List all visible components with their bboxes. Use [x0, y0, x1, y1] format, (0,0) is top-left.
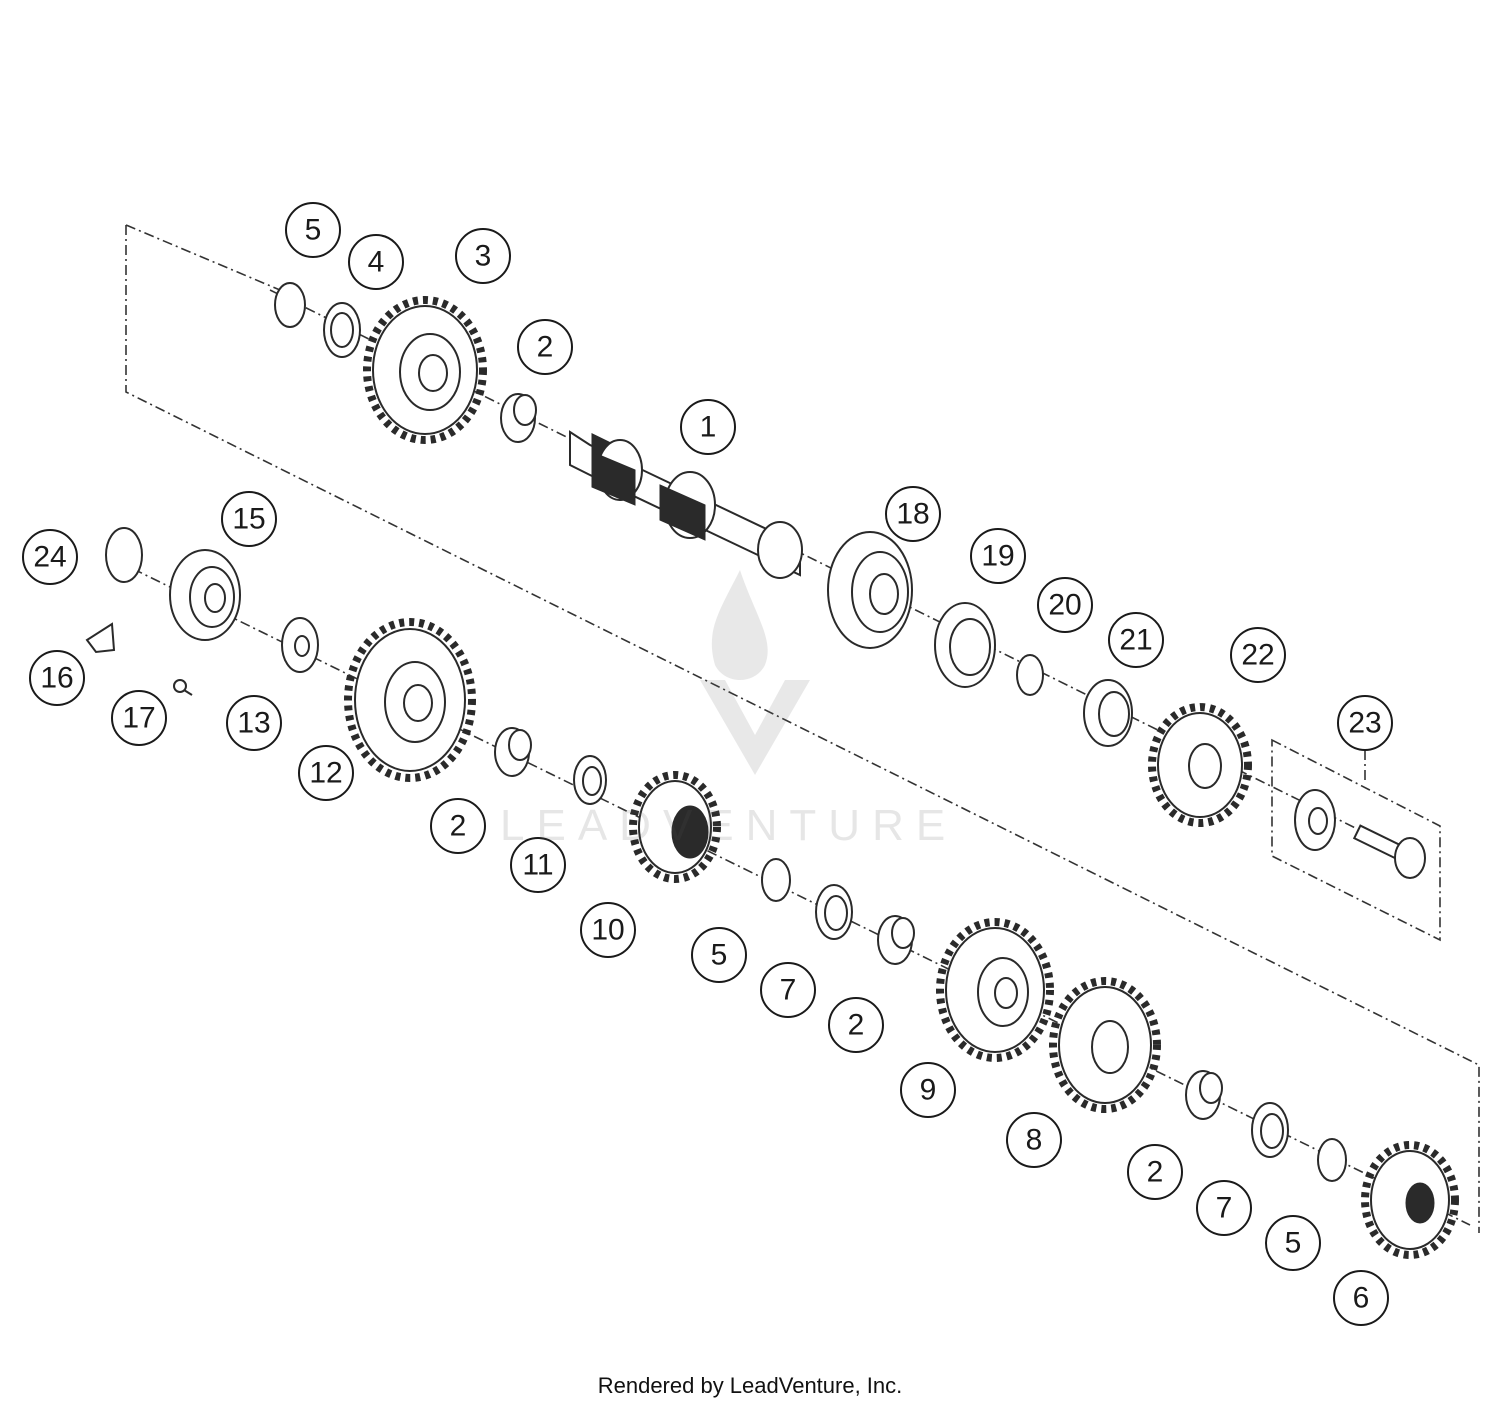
- gear-9: [936, 918, 1054, 1062]
- callout-23: 23: [1337, 695, 1393, 751]
- sprocket-22: [1148, 703, 1252, 827]
- svg-text:20: 20: [1048, 589, 1081, 622]
- callout-2-b: 2: [430, 798, 486, 854]
- gear-6: [1361, 1141, 1459, 1259]
- bushing-2-top: [500, 393, 537, 443]
- callout-1: 1: [680, 399, 736, 455]
- callout-22: 22: [1230, 627, 1286, 683]
- circlip-5-d: [1317, 1138, 1347, 1182]
- svg-text:2: 2: [1147, 1156, 1164, 1189]
- callout-11: 11: [510, 837, 566, 893]
- callout-7-d: 7: [1196, 1180, 1252, 1236]
- washer-4: [323, 302, 361, 358]
- gear-3: [363, 296, 487, 444]
- svg-text:10: 10: [591, 914, 624, 947]
- bearing-18: [827, 531, 913, 649]
- callout-5-d: 5: [1265, 1215, 1321, 1271]
- callout-20: 20: [1037, 577, 1093, 633]
- svg-text:9: 9: [920, 1074, 937, 1107]
- callout-17: 17: [111, 690, 167, 746]
- washer-23: [1294, 789, 1336, 851]
- lower-shaft-axis: [114, 559, 1471, 1226]
- callout-21: 21: [1108, 612, 1164, 668]
- callout-3: 3: [455, 228, 511, 284]
- svg-text:3: 3: [475, 240, 492, 273]
- callout-9: 9: [900, 1062, 956, 1118]
- callout-5-top: 5: [285, 202, 341, 258]
- svg-text:7: 7: [1216, 1192, 1233, 1225]
- upper-assembly-frame: [125, 225, 1480, 1233]
- callout-2-c: 2: [828, 997, 884, 1053]
- svg-text:24: 24: [33, 541, 66, 574]
- callout-13: 13: [226, 695, 282, 751]
- svg-text:15: 15: [232, 503, 265, 536]
- washer-7-d: [1251, 1102, 1289, 1158]
- svg-text:12: 12: [309, 757, 342, 790]
- svg-text:5: 5: [305, 214, 322, 247]
- svg-text:7: 7: [780, 974, 797, 1007]
- callout-8: 8: [1006, 1112, 1062, 1168]
- washer-11: [573, 755, 607, 805]
- callout-7-b: 7: [760, 962, 816, 1018]
- circlip-5-b: [761, 858, 791, 902]
- callout-18: 18: [885, 486, 941, 542]
- svg-text:16: 16: [40, 662, 73, 695]
- svg-text:5: 5: [711, 939, 728, 972]
- svg-text:23: 23: [1348, 707, 1381, 740]
- svg-text:1: 1: [700, 411, 717, 444]
- washer-7-b: [815, 884, 853, 940]
- callout-15: 15: [221, 491, 277, 547]
- bolt-23: [1352, 824, 1426, 879]
- circlip-5-top: [274, 282, 306, 328]
- svg-text:8: 8: [1026, 1124, 1043, 1157]
- circlip-24: [105, 527, 143, 583]
- svg-text:2: 2: [848, 1009, 865, 1042]
- oring-20: [1016, 654, 1044, 696]
- svg-text:11: 11: [522, 849, 553, 882]
- washer-13: [281, 617, 319, 673]
- svg-text:5: 5: [1285, 1227, 1302, 1260]
- bushing-21: [1083, 679, 1133, 747]
- callout-19: 19: [970, 528, 1026, 584]
- callout-12: 12: [298, 745, 354, 801]
- gear-12: [344, 618, 476, 782]
- callout-24: 24: [22, 529, 78, 585]
- svg-text:21: 21: [1119, 624, 1152, 657]
- svg-text:6: 6: [1353, 1282, 1370, 1315]
- bushing-2-b: [494, 727, 532, 777]
- gear-10: [629, 771, 721, 883]
- svg-text:18: 18: [896, 498, 929, 531]
- callout-2-d: 2: [1127, 1144, 1183, 1200]
- svg-text:19: 19: [981, 540, 1014, 573]
- callout-4: 4: [348, 234, 404, 290]
- svg-text:2: 2: [450, 810, 467, 843]
- svg-text:22: 22: [1241, 639, 1274, 672]
- main-shaft-1: [569, 430, 803, 579]
- bearing-15: [169, 549, 241, 641]
- callout-16: 16: [29, 650, 85, 706]
- screw-17: [173, 679, 193, 696]
- svg-text:2: 2: [537, 331, 554, 364]
- bushing-2-c: [877, 915, 915, 965]
- callout-10: 10: [580, 902, 636, 958]
- gear-8: [1049, 977, 1161, 1113]
- kit-23-frame: [1271, 738, 1441, 942]
- callout-5-b: 5: [691, 927, 747, 983]
- lock-16: [85, 622, 116, 654]
- svg-text:13: 13: [237, 707, 270, 740]
- seal-19: [934, 602, 996, 688]
- svg-text:17: 17: [122, 702, 155, 735]
- svg-text:4: 4: [368, 246, 385, 279]
- callout-2-top: 2: [517, 319, 573, 375]
- upper-assembly-frame-top: [125, 224, 281, 291]
- callout-6: 6: [1333, 1270, 1389, 1326]
- footer-credit: Rendered by LeadVenture, Inc.: [597, 1373, 903, 1398]
- bushing-2-d: [1185, 1070, 1223, 1120]
